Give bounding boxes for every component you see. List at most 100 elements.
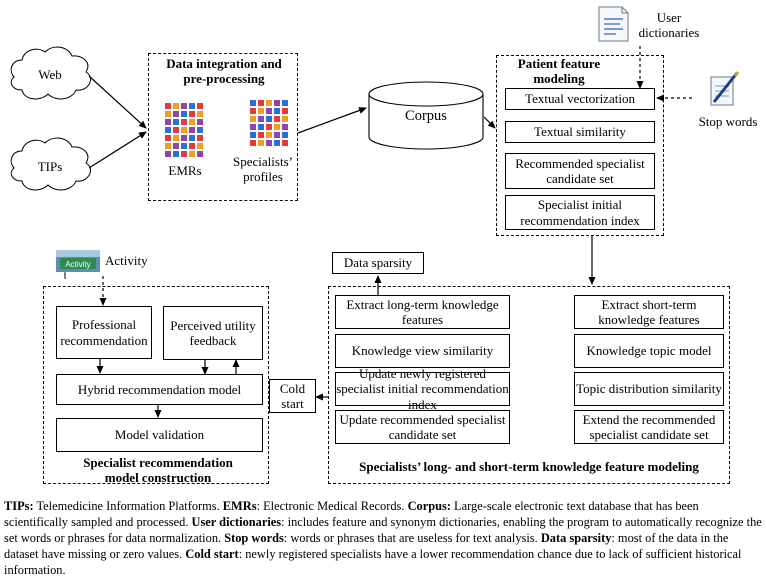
arrow-to-corpus bbox=[297, 107, 367, 134]
mosaic-tile bbox=[173, 135, 179, 141]
mosaic-tile bbox=[181, 127, 187, 133]
corpus-cylinder bbox=[368, 94, 484, 150]
caption-text: Telemedicine Information Platforms. bbox=[33, 499, 223, 513]
mosaic-tile bbox=[266, 116, 272, 122]
patient-modeling-title: Patient feature modeling bbox=[517, 56, 601, 86]
mosaic-tile bbox=[282, 116, 288, 122]
mosaic-tile bbox=[197, 127, 203, 133]
mosaic-tile bbox=[181, 151, 187, 157]
tips-cloud bbox=[10, 137, 91, 191]
mosaic-tile bbox=[189, 111, 195, 117]
mosaic-tile bbox=[250, 132, 256, 138]
activity-label: Activity bbox=[105, 253, 148, 268]
recommendation-title: Specialist recommendation model construc… bbox=[83, 455, 233, 485]
cold-start-box: Cold start bbox=[269, 379, 316, 413]
mosaic-tile bbox=[258, 108, 264, 114]
mosaic-tile bbox=[282, 100, 288, 106]
mosaic-tile bbox=[181, 143, 187, 149]
web-label: Web bbox=[38, 67, 62, 82]
mosaic-tile bbox=[282, 124, 288, 130]
update-candidate-set-box: Update recommended specialist candidate … bbox=[335, 410, 510, 444]
mosaic-tile bbox=[189, 119, 195, 125]
patient-modeling-group bbox=[496, 55, 664, 236]
arrow-tips bbox=[88, 131, 147, 169]
mosaic-tile bbox=[266, 140, 272, 146]
caption-text: : includes feature and synonym dictionar… bbox=[4, 514, 762, 545]
mosaic-tile bbox=[189, 103, 195, 109]
mosaic-tile bbox=[274, 116, 280, 122]
mosaic-tile bbox=[258, 124, 264, 130]
textual-vectorization-box: Textual vectorization bbox=[505, 88, 655, 110]
emrs-grid-icon bbox=[165, 103, 203, 157]
caption-term: Cold start bbox=[185, 546, 239, 561]
mosaic-tile bbox=[181, 111, 187, 117]
knowledge-view-similarity-box: Knowledge view similarity bbox=[335, 334, 510, 368]
mosaic-tile bbox=[189, 135, 195, 141]
mosaic-tile bbox=[274, 108, 280, 114]
caption-term: Stop words bbox=[224, 530, 284, 545]
textual-similarity-box: Textual similarity bbox=[505, 121, 655, 143]
mosaic-tile bbox=[173, 119, 179, 125]
mosaic-tile bbox=[250, 116, 256, 122]
mosaic-tile bbox=[266, 124, 272, 130]
candidate-set-box: Recommended specialist candidate set bbox=[505, 153, 655, 189]
mosaic-tile bbox=[282, 108, 288, 114]
hybrid-model-box: Hybrid recommendation model bbox=[56, 374, 263, 405]
mosaic-tile bbox=[250, 140, 256, 146]
mosaic-tile bbox=[266, 108, 272, 114]
mosaic-tile bbox=[189, 127, 195, 133]
mosaic-tile bbox=[274, 140, 280, 146]
mosaic-tile bbox=[258, 140, 264, 146]
caption-text: : words or phrases that are useless for … bbox=[283, 530, 541, 545]
data-integration-group bbox=[148, 53, 298, 201]
mosaic-tile bbox=[181, 119, 187, 125]
activity-sign-icon: Activity bbox=[56, 250, 100, 279]
mosaic-tile bbox=[282, 140, 288, 146]
notepad-pen-icon bbox=[710, 71, 740, 106]
update-initial-index-box: Update newly registered specialist initi… bbox=[335, 366, 510, 412]
caption-text: Large-scale electronic text database tha… bbox=[4, 499, 699, 529]
mosaic-tile bbox=[165, 111, 171, 117]
knowledge-topic-model-box: Knowledge topic model bbox=[574, 334, 724, 368]
mosaic-tile bbox=[197, 111, 203, 117]
mosaic-tile bbox=[250, 108, 256, 114]
tips-label: TIPs bbox=[37, 159, 63, 174]
mosaic-tile bbox=[266, 100, 272, 106]
mosaic-tile bbox=[250, 100, 256, 106]
stop-words-label: Stop words bbox=[698, 114, 758, 129]
mosaic-tile bbox=[189, 143, 195, 149]
caption-term: User dictionaries bbox=[191, 514, 282, 529]
model-validation-box: Model validation bbox=[56, 418, 263, 452]
mosaic-tile bbox=[165, 135, 171, 141]
caption-text: : most of the data in the dataset have m… bbox=[4, 530, 729, 561]
mosaic-tile bbox=[173, 127, 179, 133]
mosaic-tile bbox=[165, 143, 171, 149]
short-term-extract-box: Extract short-term knowledge features bbox=[574, 295, 724, 329]
web-cloud bbox=[10, 46, 91, 100]
emrs-label: EMRs bbox=[168, 163, 202, 178]
mosaic-tile bbox=[197, 119, 203, 125]
arrow-to-patient bbox=[483, 116, 496, 129]
mosaic-tile bbox=[165, 127, 171, 133]
mosaic-tile bbox=[173, 143, 179, 149]
mosaic-tile bbox=[165, 103, 171, 109]
mosaic-tile bbox=[274, 100, 280, 106]
perceived-utility-box: Perceived utility feedback bbox=[163, 306, 263, 360]
mosaic-tile bbox=[165, 151, 171, 157]
mosaic-tile bbox=[181, 103, 187, 109]
knowledge-title: Specialists’ long- and short-term knowle… bbox=[359, 459, 699, 474]
connector-layer: Activity bbox=[10, 6, 740, 418]
data-sparsity-box: Data sparsity bbox=[332, 252, 424, 274]
mosaic-tile bbox=[197, 151, 203, 157]
mosaic-tile bbox=[250, 124, 256, 130]
mosaic-tile bbox=[173, 103, 179, 109]
arrow-web bbox=[88, 75, 147, 129]
document-icon bbox=[598, 6, 629, 42]
professional-recommendation-box: Professional recommendation bbox=[56, 306, 152, 359]
mosaic-tile bbox=[258, 116, 264, 122]
caption: TIPs: Telemedicine Information Platforms… bbox=[4, 499, 762, 578]
data-integration-title: Data integration and pre-processing bbox=[166, 56, 282, 86]
mosaic-tile bbox=[274, 124, 280, 130]
recommendation-group bbox=[43, 286, 269, 484]
mosaic-tile bbox=[197, 103, 203, 109]
